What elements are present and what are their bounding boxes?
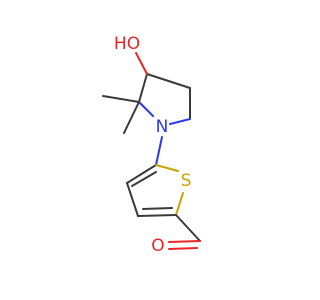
hydroxyl-label: HO: [114, 34, 140, 54]
bond-tc2-cho: [175, 214, 201, 242]
aldehyde-oxygen-label: O: [151, 236, 164, 256]
bond-n-thiophene: [155, 136, 163, 166]
bond-c3-c4: [146, 73, 191, 89]
bond-s-tc5: [155, 164, 179, 172]
bond-c5-n: [169, 118, 191, 125]
bond-c2-c3: [138, 73, 148, 103]
bond-c3-oh: [135, 52, 148, 75]
bond-tc5-tc4-double: [131, 171, 157, 187]
bond-cho-o-double: [168, 247, 198, 250]
molecule-diagram: HO N S O: [102, 34, 201, 256]
bond-tc4-tc3: [126, 182, 139, 217]
bond-n-c2: [138, 101, 154, 117]
structure-canvas: HO N S O: [102, 34, 201, 256]
bond-cho-o: [168, 240, 201, 243]
sulfur-label: S: [181, 171, 192, 191]
bond-tc3-tc2-double: [142, 207, 173, 210]
bond-c2-methyl-a: [102, 95, 140, 103]
nitrogen-label: N: [156, 117, 169, 137]
bond-c2-methyl-b: [123, 101, 140, 134]
bond-tc2-s: [175, 192, 184, 216]
bond-tc3-tc2: [137, 214, 177, 217]
bond-tc5-tc4: [126, 164, 157, 184]
